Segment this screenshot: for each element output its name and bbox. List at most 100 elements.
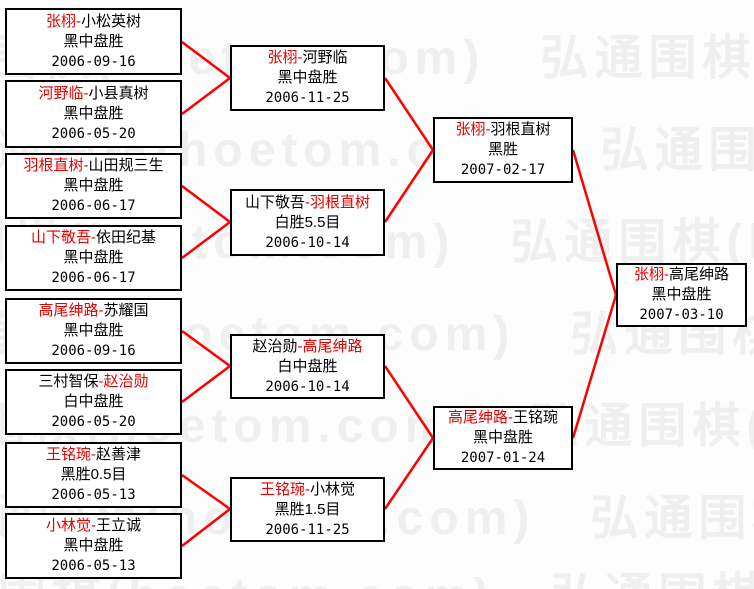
match-result: 白中盘胜 [277,357,338,375]
player2-name: 山田规三生 [88,157,164,174]
match-result: 黑中盘胜 [63,322,124,339]
match-players: 张栩-河野临 [232,48,383,68]
match-date: 2006-05-13 [51,558,136,574]
match-players: 高尾绅路-王铭琬 [435,408,571,428]
match-box-semifinal-2: 高尾绅路-王铭琬 黑中盘胜 2007-01-24 [433,406,573,470]
vs-dash: - [91,517,96,534]
match-players: 山下敬吾-羽根直树 [232,193,383,213]
player1-name: 羽根直树 [23,157,84,174]
match-players: 张栩-高尾绅路 [618,265,745,285]
match-players: 羽根直树-山田规三生 [7,156,180,176]
match-box-round1-2: 河野临-小县真树 黑中盘胜 2006-05-20 [5,80,182,148]
player2-name: 羽根直树 [310,193,371,211]
vs-dash: - [305,193,310,211]
match-box-round1-3: 羽根直树-山田规三生 黑中盘胜 2006-06-17 [5,153,182,219]
match-result: 黑中盘胜 [63,32,124,50]
vs-dash: - [83,157,89,174]
match-players: 三村智保-赵治勋 [7,372,180,392]
match-date: 2006-11-25 [265,90,350,106]
match-box-final: 张栩-高尾绅路 黑中盘胜 2007-03-10 [616,263,747,327]
match-date: 2006-10-14 [265,234,350,251]
match-date: 2006-09-16 [51,53,136,70]
match-date: 2006-05-13 [51,487,136,503]
vs-dash: - [76,12,81,30]
match-date: 2007-01-24 [460,450,546,466]
player1-name: 山下敬吾 [30,229,91,246]
vs-dash: - [508,409,513,426]
vs-dash: - [664,266,669,283]
player1-name: 张栩 [633,266,664,283]
player1-name: 河野临 [38,85,84,102]
player1-name: 高尾绅路 [38,302,99,319]
player2-name: 王立诚 [96,517,142,534]
match-result: 黑中盘胜 [651,286,712,303]
player1-name: 王铭琬 [259,480,305,498]
player1-name: 高尾绅路 [447,409,508,426]
match-box-round1-8: 小林觉-王立诚 黑中盘胜 2006-05-13 [5,513,182,579]
match-result: 黑中盘胜 [277,69,338,86]
match-date: 2007-02-17 [460,162,546,178]
match-result: 黑中盘胜 [63,105,124,122]
match-players: 高尾绅路-苏耀国 [7,301,180,321]
player1-name: 张栩 [455,121,486,138]
player2-name: 王铭琬 [513,409,559,426]
vs-dash: - [297,49,303,66]
vs-dash: - [91,229,96,246]
vs-dash: - [91,446,96,463]
match-box-round1-6: 三村智保-赵治勋 白中盘胜 2006-05-20 [5,369,182,435]
player2-name: 小县真树 [88,85,149,102]
match-date: 2006-06-17 [51,198,136,214]
player1-name: 张栩 [267,49,298,66]
match-result: 黑中盘胜 [63,537,124,554]
match-date: 2006-10-14 [265,378,350,395]
player2-name: 羽根直树 [490,121,551,138]
match-box-round1-4: 山下敬吾-依田纪基 黑中盘胜 2006-06-17 [5,225,182,291]
match-date: 2006-11-25 [265,521,350,538]
vs-dash: - [485,121,491,138]
match-date: 2006-06-17 [51,270,136,286]
match-players: 小林觉-王立诚 [7,516,180,536]
player1-name: 三村智保 [38,373,99,390]
match-players: 王铭琬-小林觉 [232,480,383,500]
match-players: 赵治勋-高尾绅路 [232,337,383,357]
player1-name: 王铭琬 [45,446,91,463]
match-result: 黑中盘胜 [63,249,124,266]
match-players: 山下敬吾-依田纪基 [7,228,180,248]
vs-dash: - [98,302,104,319]
match-result: 黑胜 [487,141,518,158]
match-date: 2007-03-10 [639,307,724,323]
player2-name: 赵善津 [96,446,142,463]
match-result: 白中盘胜 [63,393,124,410]
player2-name: 小松英树 [81,12,142,30]
match-players: 王铭琬-赵善津 [7,445,180,465]
player1-name: 小林觉 [45,517,91,534]
match-result: 黑中盘胜 [472,429,533,446]
match-players: 河野临-小县真树 [7,84,180,104]
player1-name: 赵治勋 [252,337,298,355]
player2-name: 赵治勋 [103,373,149,390]
match-box-round1-1: 张栩-小松英树 黑中盘胜 2006-09-16 [5,8,182,75]
match-players: 张栩-小松英树 [7,12,180,32]
match-box-semifinal-1: 张栩-羽根直树 黑胜 2007-02-17 [433,117,573,183]
player2-name: 苏耀国 [103,302,149,319]
player2-name: 高尾绅路 [669,266,730,283]
player2-name: 依田纪基 [96,229,157,246]
match-result: 白胜5.5目 [274,213,341,231]
match-box-round1-7: 王铭琬-赵善津 黑胜0.5目 2006-05-13 [5,442,182,508]
match-box-round1-5: 高尾绅路-苏耀国 黑中盘胜 2006-09-16 [5,298,182,364]
match-result: 黑中盘胜 [63,177,124,194]
match-result: 黑胜1.5目 [274,500,341,518]
vs-dash: - [83,85,89,102]
match-players: 张栩-羽根直树 [435,120,571,140]
match-box-round2-3: 赵治勋-高尾绅路 白中盘胜 2006-10-14 [230,334,385,399]
player1-name: 张栩 [45,12,76,30]
player2-name: 小林觉 [310,480,356,498]
match-box-round2-1: 张栩-河野临 黑中盘胜 2006-11-25 [230,45,385,111]
match-box-round2-4: 王铭琬-小林觉 黑胜1.5目 2006-11-25 [230,477,385,542]
vs-dash: - [297,337,303,355]
match-result: 黑胜0.5目 [60,466,127,483]
player2-name: 高尾绅路 [302,337,363,355]
match-box-round2-2: 山下敬吾-羽根直树 白胜5.5目 2006-10-14 [230,189,385,256]
match-date: 2006-05-20 [51,126,136,142]
